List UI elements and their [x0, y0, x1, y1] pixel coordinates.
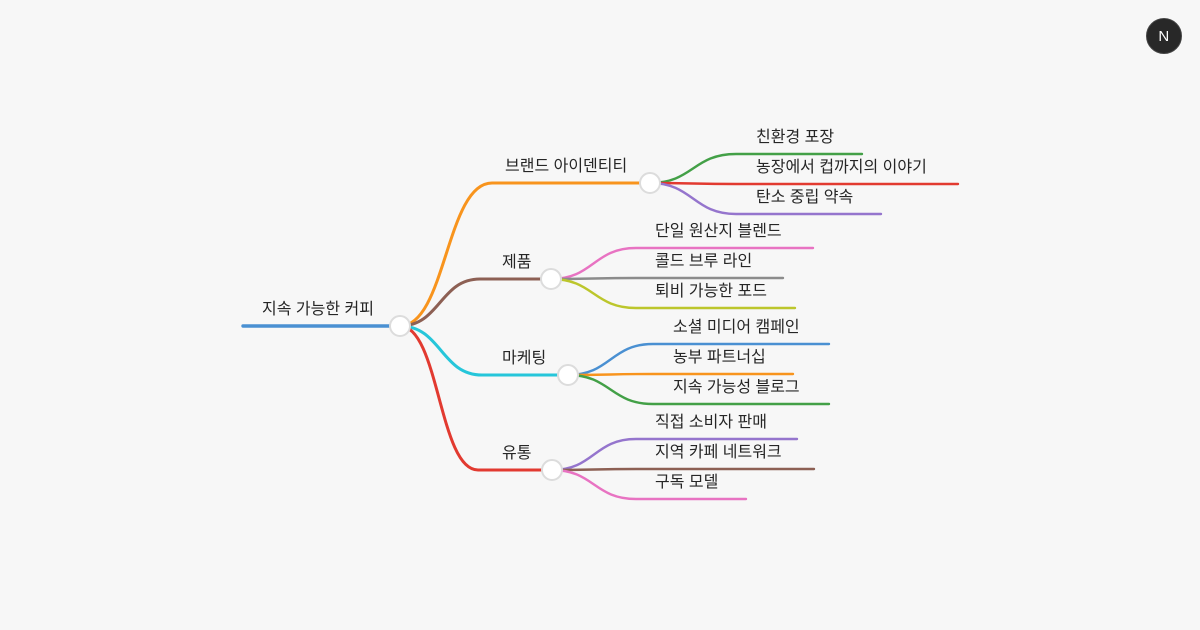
branch-node-circle[interactable] [557, 364, 579, 386]
child-link [550, 467, 816, 472]
branch-node-circle[interactable] [639, 172, 661, 194]
child-label[interactable]: 탄소 중립 약속 [756, 189, 854, 206]
child-label[interactable]: 구독 모델 [655, 474, 719, 491]
branch-link [398, 181, 652, 328]
child-link [550, 437, 799, 472]
branch-link [398, 324, 570, 377]
child-link [549, 276, 785, 281]
child-label[interactable]: 소셜 미디어 캠페인 [673, 319, 800, 336]
child-label[interactable]: 퇴비 가능한 포드 [655, 283, 767, 300]
child-link [566, 373, 831, 406]
branch-label[interactable]: 제품 [502, 254, 532, 271]
napkin-logo[interactable]: N [1146, 18, 1182, 54]
logo-letter: N [1158, 27, 1170, 45]
branch-node-circle[interactable] [540, 268, 562, 290]
root-node-circle[interactable] [389, 315, 411, 337]
child-label[interactable]: 농장에서 컵까지의 이야기 [756, 159, 927, 176]
child-link [550, 468, 748, 501]
child-link [549, 277, 797, 310]
branch-label[interactable]: 유통 [502, 445, 532, 462]
root-node-label[interactable]: 지속 가능한 커피 [262, 301, 374, 318]
child-label[interactable]: 지속 가능성 블로그 [673, 379, 800, 396]
child-label[interactable]: 직접 소비자 판매 [655, 414, 767, 431]
branch-link [398, 324, 554, 472]
branch-link [398, 277, 553, 328]
child-label[interactable]: 농부 파트너십 [673, 349, 766, 366]
child-link [566, 342, 831, 377]
child-label[interactable]: 콜드 브루 라인 [655, 253, 753, 270]
branch-label[interactable]: 마케팅 [502, 350, 547, 367]
child-link [648, 181, 883, 216]
child-link [648, 181, 960, 186]
child-label[interactable]: 단일 원산지 블렌드 [655, 223, 782, 240]
child-label[interactable]: 친환경 포장 [756, 129, 835, 146]
child-link [566, 372, 795, 377]
branch-node-circle[interactable] [541, 459, 563, 481]
child-link [549, 246, 815, 281]
branch-label[interactable]: 브랜드 아이덴티티 [505, 158, 628, 175]
child-label[interactable]: 지역 카페 네트워크 [655, 444, 782, 461]
child-link [648, 152, 864, 185]
